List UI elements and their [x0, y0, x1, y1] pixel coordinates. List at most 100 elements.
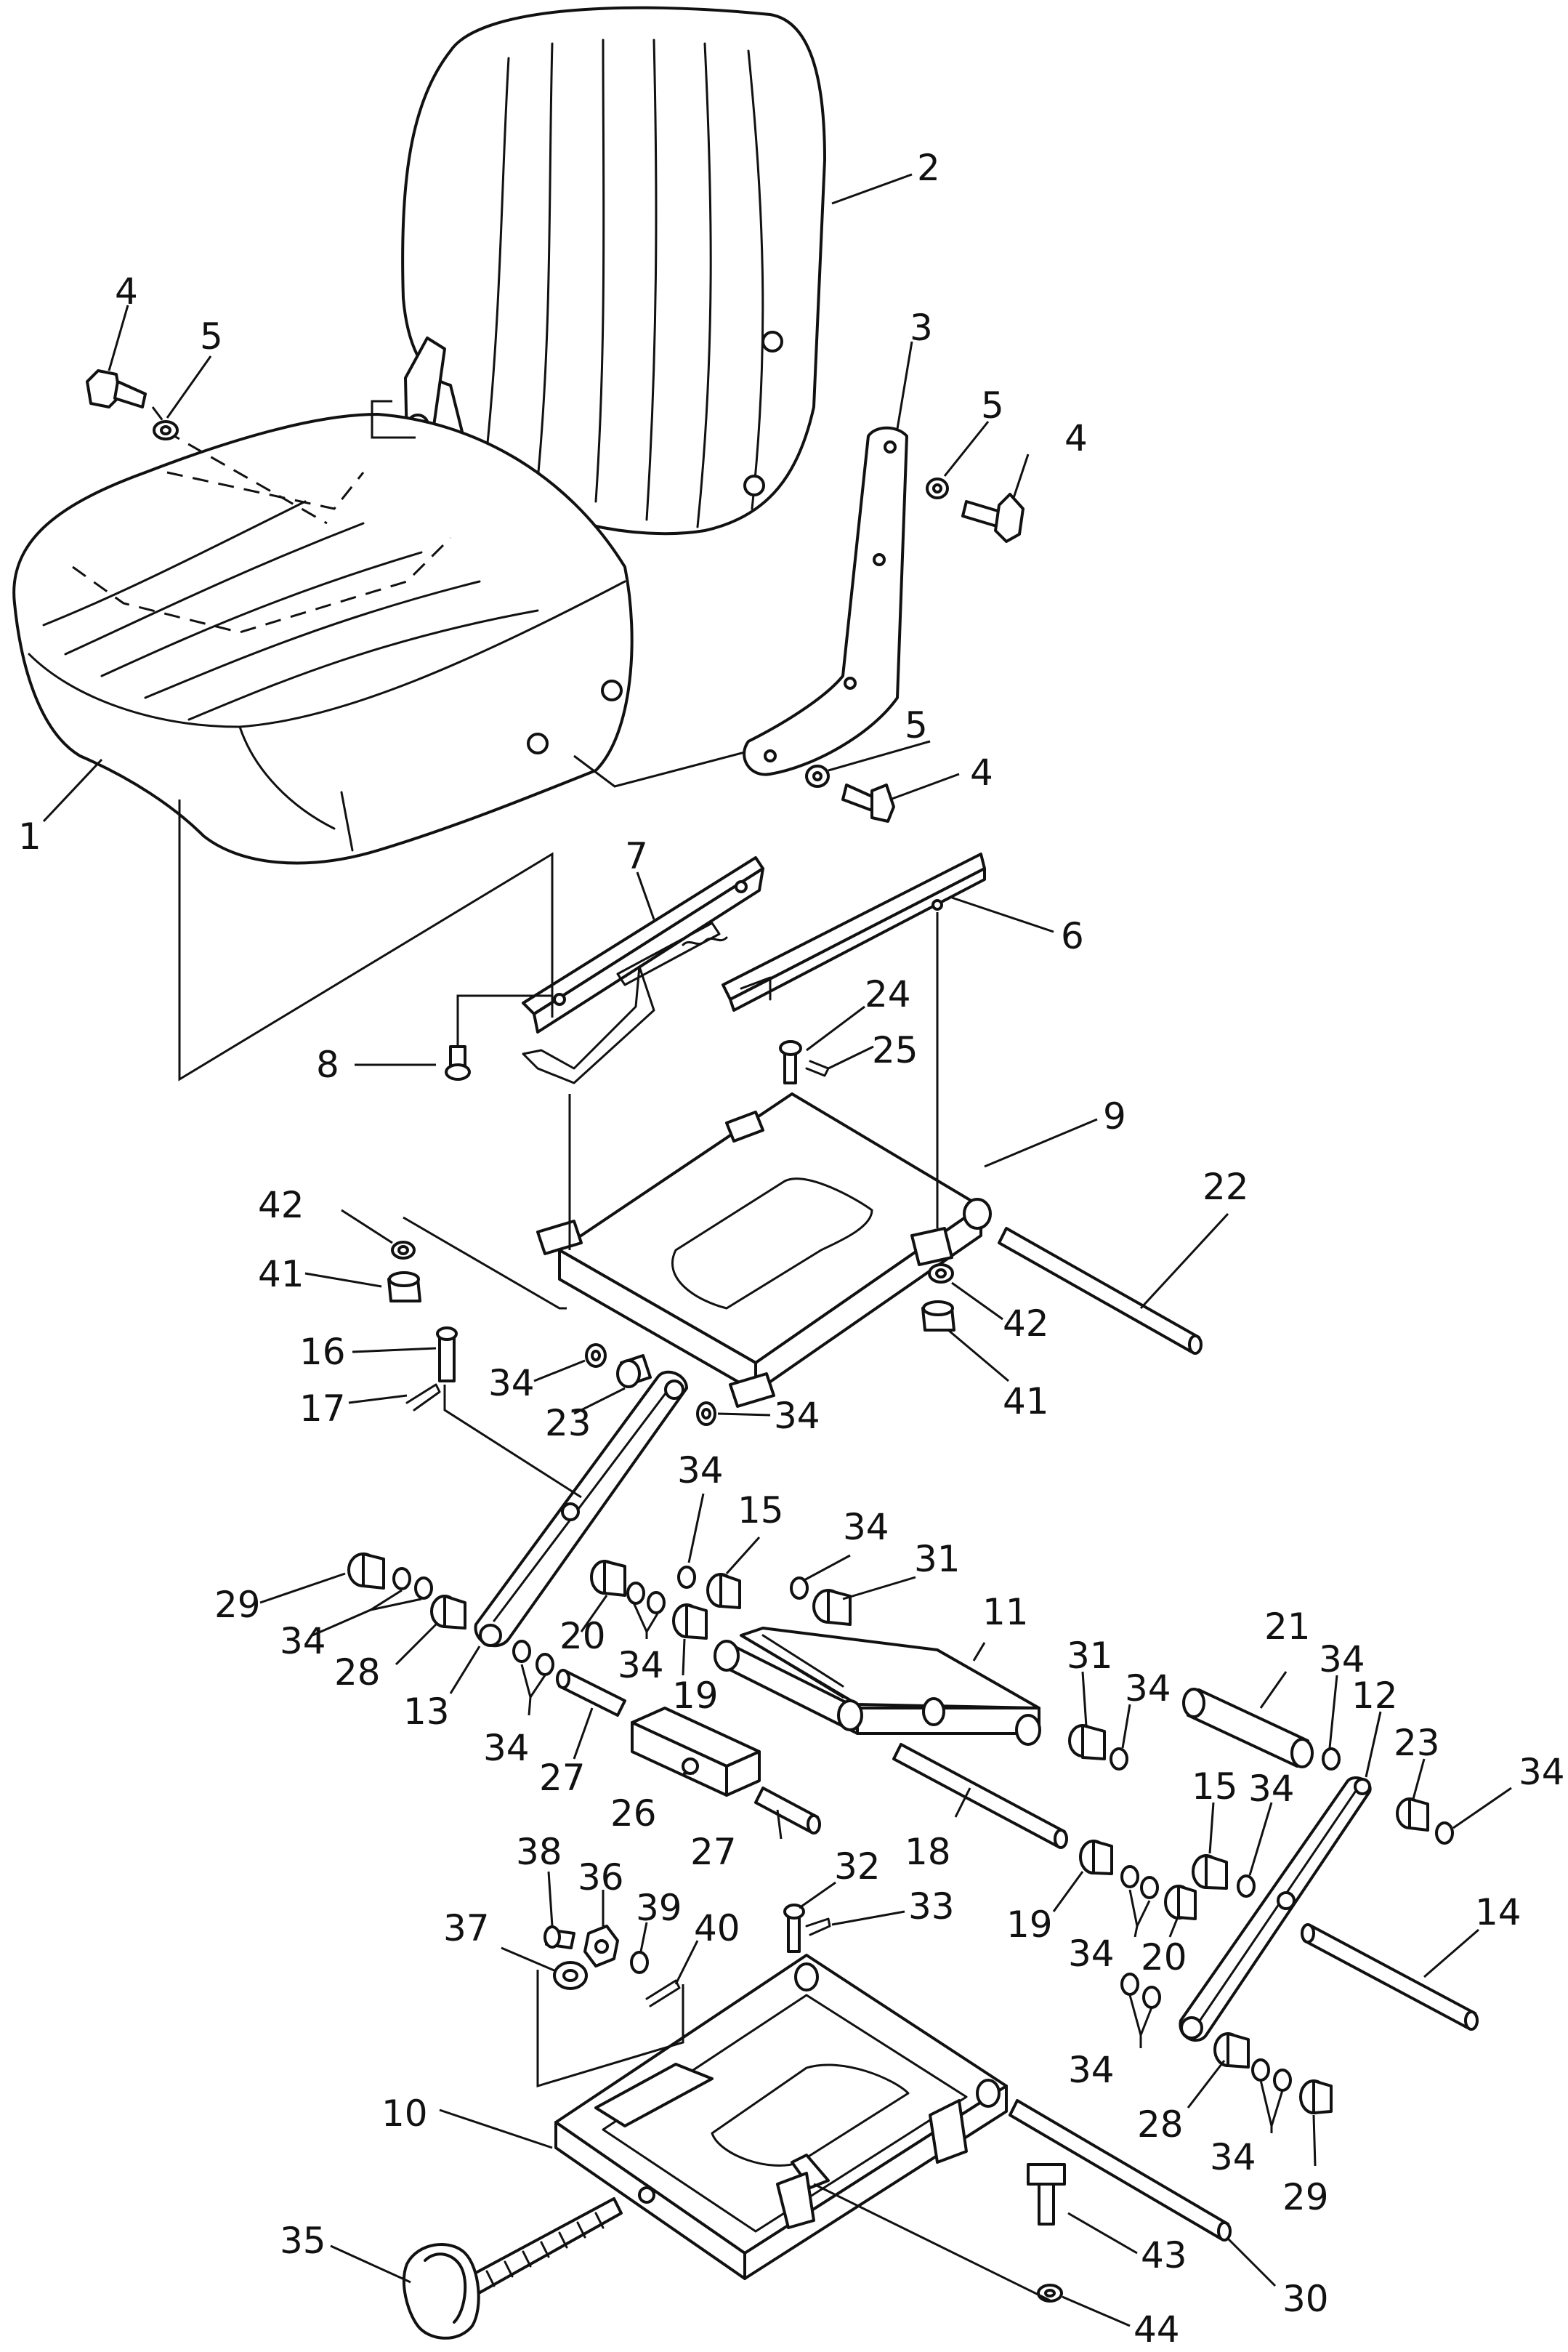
callout-20: 20	[559, 1615, 606, 1657]
washer-34-right-1	[1110, 1747, 1128, 1771]
callout-34: 34	[843, 1506, 889, 1548]
callout-15: 15	[1192, 1765, 1238, 1808]
callout-10: 10	[381, 2093, 428, 2135]
callout-35: 35	[280, 2220, 326, 2262]
bushing-21	[1182, 1688, 1314, 1768]
clip-25	[805, 1060, 830, 1077]
callout-8: 8	[316, 1044, 339, 1086]
callout-34: 34	[1519, 1751, 1565, 1793]
washer-34-right-3	[1435, 1821, 1454, 1845]
washer-5-right-lower	[805, 765, 830, 788]
callout-6: 6	[1061, 915, 1084, 957]
slide-rail-with-lever	[522, 856, 764, 1084]
washer-34-left-3	[512, 1640, 531, 1663]
assembly-guide-lines	[178, 400, 1051, 2302]
washer-34-upper-2	[696, 1401, 716, 1426]
callout-19: 19	[1006, 1904, 1053, 1946]
rod-22	[998, 1227, 1203, 1355]
washer-44	[1037, 2284, 1063, 2303]
nut-36	[583, 1925, 619, 1968]
bushing-23-right	[1396, 1797, 1429, 1832]
bushing-29-lower	[1299, 2079, 1333, 2114]
bolt-4-right-lower	[841, 784, 895, 823]
callout-34: 34	[1068, 2049, 1115, 2091]
callout-43: 43	[1141, 2234, 1187, 2276]
callout-5: 5	[981, 384, 1004, 427]
callout-16: 16	[299, 1331, 346, 1373]
callout-34: 34	[1210, 2136, 1256, 2178]
callout-12: 12	[1351, 1675, 1398, 1717]
bolt-4-upper-left	[86, 369, 147, 408]
washer-34-mid-4	[790, 1576, 809, 1600]
callout-27: 27	[539, 1757, 586, 1799]
callout-33: 33	[908, 1885, 955, 1928]
callout-15: 15	[737, 1489, 784, 1531]
callout-24: 24	[865, 973, 911, 1015]
nut-41-right	[921, 1300, 955, 1332]
callout-44: 44	[1133, 2308, 1180, 2351]
washer-34-left-2	[414, 1576, 433, 1600]
callout-34: 34	[280, 1620, 326, 1662]
callout-32: 32	[834, 1845, 881, 1888]
callout-38: 38	[516, 1831, 562, 1873]
washer-37	[553, 1961, 588, 1990]
washer-42-left	[391, 1241, 416, 1260]
adjust-knob-screw	[402, 2197, 623, 2340]
callout-19: 19	[672, 1675, 719, 1717]
bushing-28-lower	[1213, 2032, 1250, 2069]
callout-37: 37	[443, 1907, 490, 1949]
callout-31: 31	[914, 1538, 961, 1580]
lower-frame	[554, 1954, 1008, 2280]
bolt-43	[1027, 2163, 1066, 2226]
callout-34: 34	[1068, 1933, 1115, 1975]
callout-28: 28	[334, 1651, 381, 1693]
callout-29: 29	[214, 1584, 261, 1626]
bolt-4-right-upper	[961, 493, 1025, 543]
washer-34-right-4	[1237, 1874, 1256, 1898]
washer-34-left-4	[536, 1653, 554, 1676]
callout-2: 2	[917, 147, 940, 189]
callout-41: 41	[1003, 1380, 1049, 1422]
bushing-19-upper	[672, 1603, 708, 1640]
callout-34: 34	[488, 1362, 535, 1404]
callout-3: 3	[910, 307, 933, 349]
clip-33	[805, 1917, 831, 1936]
seat-cushion	[12, 406, 634, 865]
callout-42: 42	[258, 1184, 304, 1226]
callout-29: 29	[1282, 2176, 1329, 2218]
washer-34-right-2	[1322, 1747, 1341, 1771]
callout-41: 41	[258, 1253, 304, 1295]
clip-17	[405, 1383, 441, 1411]
callout-21: 21	[1264, 1606, 1311, 1648]
washer-34-lower-2	[1142, 1986, 1161, 2009]
washer-34-mid-2	[647, 1591, 666, 1614]
callout-22: 22	[1203, 1166, 1249, 1208]
washer-34-mid-3	[677, 1566, 696, 1589]
callout-23: 23	[545, 1402, 591, 1444]
washer-34-right-5	[1120, 1865, 1139, 1888]
rod-14	[1301, 1923, 1479, 2031]
washer-5-right-upper	[926, 478, 949, 499]
callout-26: 26	[610, 1792, 657, 1835]
callout-34: 34	[677, 1449, 724, 1491]
callout-39: 39	[636, 1887, 682, 1929]
bushing-15-upper	[706, 1573, 741, 1609]
callout-31: 31	[1067, 1635, 1113, 1677]
callout-5: 5	[905, 704, 928, 746]
bushing-29-upper	[347, 1552, 385, 1590]
callout-13: 13	[403, 1691, 450, 1733]
callout-20: 20	[1141, 1936, 1187, 1978]
callout-4: 4	[115, 270, 138, 313]
washer-5-upper-left	[153, 420, 179, 440]
callout-34: 34	[1125, 1667, 1171, 1709]
center-assembly-11	[714, 1627, 1041, 1746]
callout-25: 25	[872, 1029, 918, 1071]
leader-lines	[42, 173, 1512, 2327]
bushing-20-lower	[1164, 1885, 1197, 1920]
callout-34: 34	[618, 1644, 664, 1686]
callout-30: 30	[1282, 2278, 1329, 2320]
pin-16	[436, 1326, 458, 1382]
callout-11: 11	[982, 1591, 1029, 1633]
washer-34-lower-3	[1251, 2058, 1270, 2082]
